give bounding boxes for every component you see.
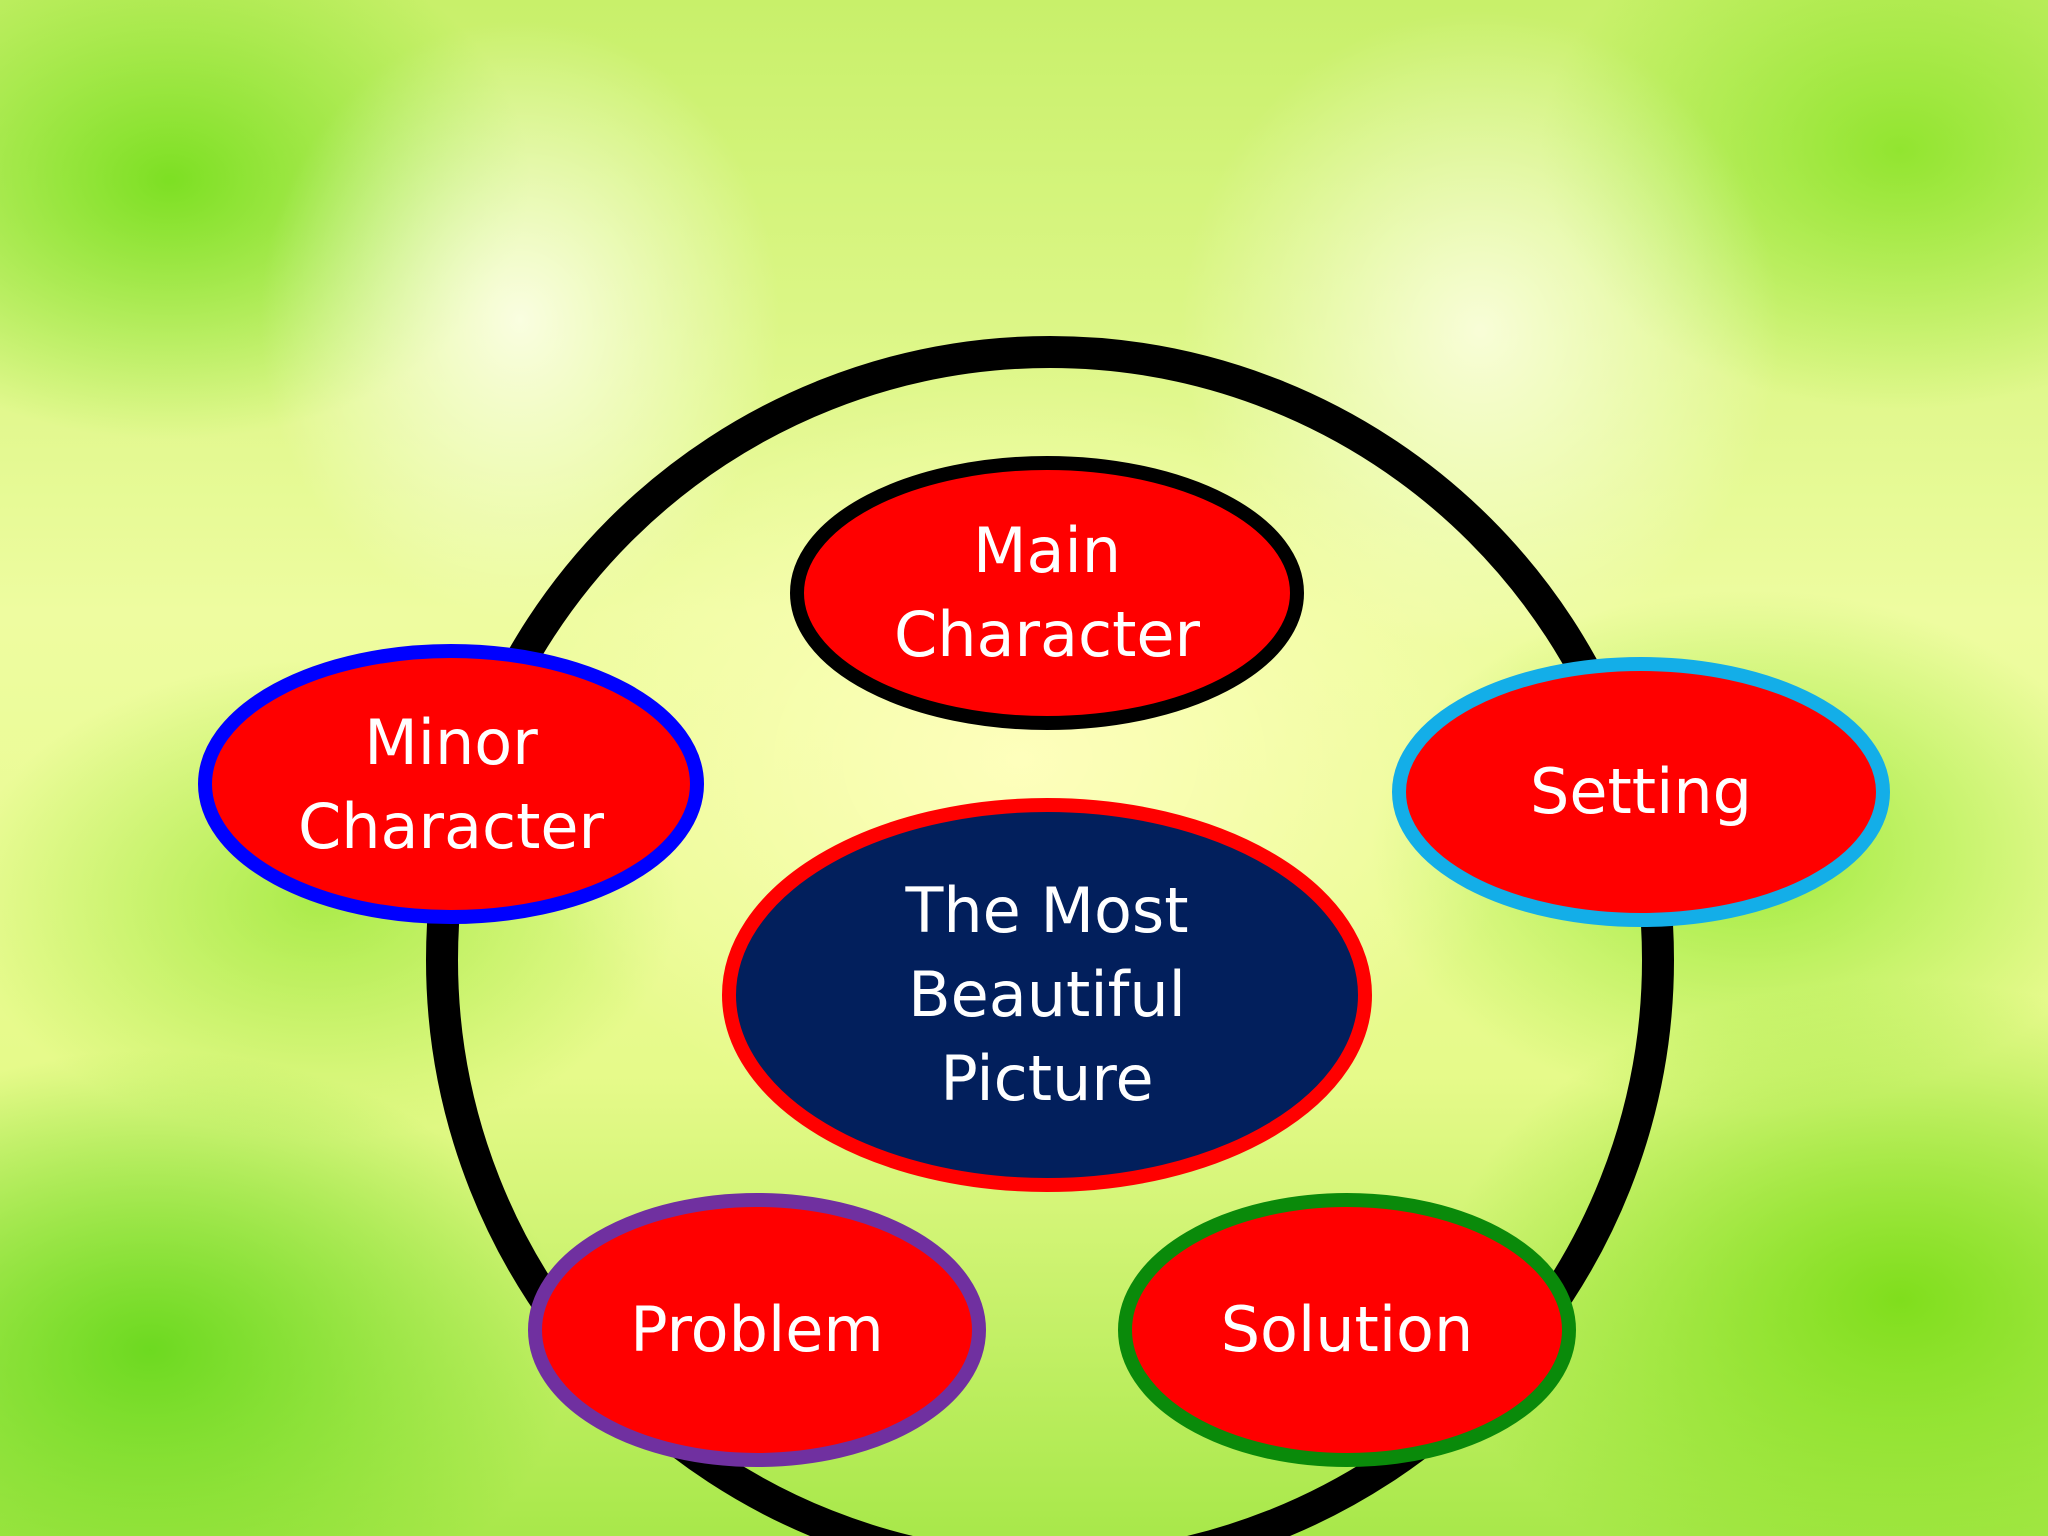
center-node-label: The Most Beautiful Picture — [905, 874, 1189, 1115]
node-problem-label: Problem — [630, 1293, 884, 1366]
center-node-shape — [722, 798, 1372, 1192]
node-minor-character-shape — [198, 644, 704, 924]
cycle-ring — [426, 336, 1674, 1536]
node-solution-label: Solution — [1220, 1293, 1474, 1366]
node-setting-shape — [1392, 657, 1890, 927]
node-setting-label: Setting — [1530, 755, 1752, 828]
node-solution-shape — [1118, 1193, 1576, 1467]
node-problem-shape — [528, 1193, 986, 1467]
node-main-character-shape — [790, 456, 1304, 730]
node-minor-character-label: Minor Character — [297, 706, 605, 863]
node-main-character-label: Main Character — [893, 514, 1201, 671]
